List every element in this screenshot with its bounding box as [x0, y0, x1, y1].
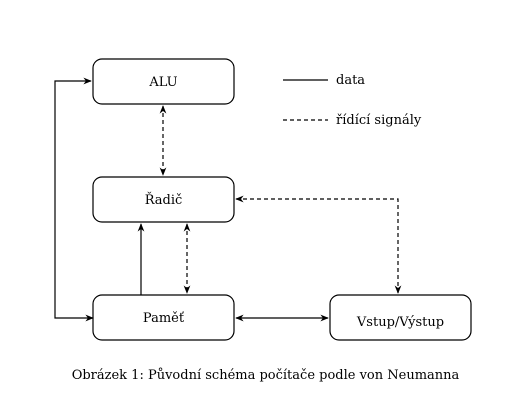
- figure-caption: Obrázek 1: Původní schéma počítače podle…: [71, 368, 460, 383]
- legend: data řídící signály: [283, 73, 422, 128]
- radic-io-control-line: [235, 195, 402, 294]
- pamet-alu-data-line: [54, 77, 94, 322]
- legend-data-label: data: [336, 73, 365, 88]
- legend-control-label: řídící signály: [336, 113, 422, 128]
- alu-label: ALU: [148, 75, 177, 90]
- io-label: Vstup/Výstup: [356, 315, 444, 330]
- radic-box: Řadič: [92, 176, 235, 223]
- pamet-label: Paměť: [143, 311, 185, 326]
- pamet-box: Paměť: [92, 294, 235, 341]
- alu-box: ALU: [92, 58, 235, 105]
- radic-label: Řadič: [145, 192, 183, 208]
- io-box: Vstup/Výstup: [329, 294, 472, 341]
